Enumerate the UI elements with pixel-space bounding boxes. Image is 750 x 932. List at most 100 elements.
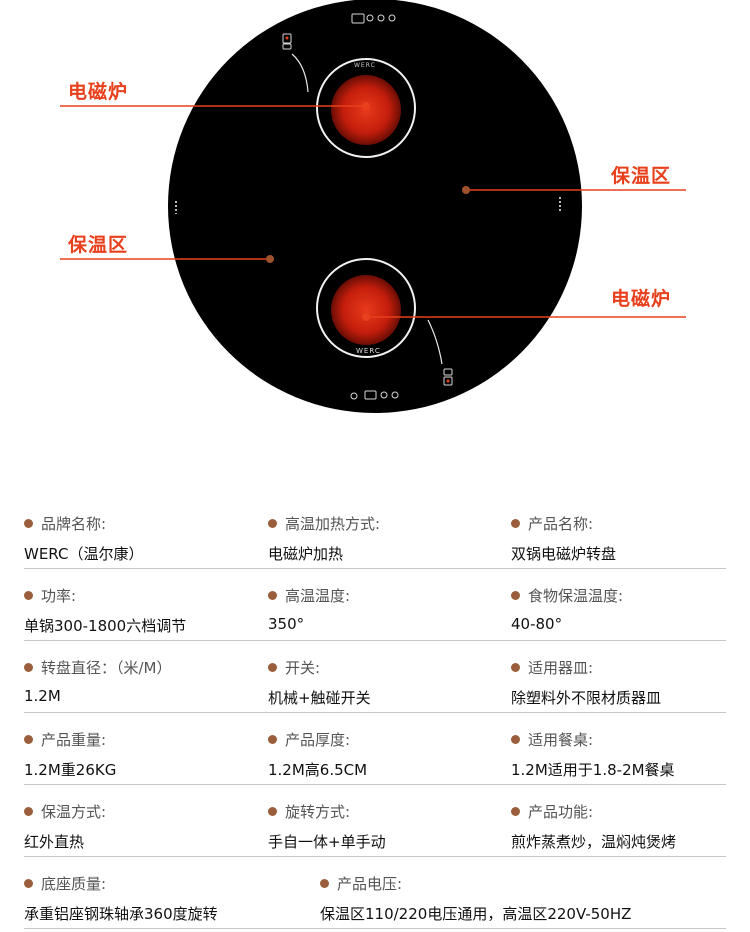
bullet-dot-icon bbox=[511, 591, 520, 600]
spec-row: 转盘直径：（米/M） 1.2M 开关: 机械+触碰开关 适用器皿: 除塑料外不限材质器皿 bbox=[24, 641, 726, 713]
spec-item: 品牌名称: WERC（温尔康） bbox=[24, 513, 143, 564]
spec-row: 功率: 单锅300-1800六档调节 高温温度: 350° 食物保温温度: 40-80° bbox=[24, 569, 726, 641]
spec-label: 产品重量: bbox=[24, 729, 116, 750]
spec-label-text: 开关: bbox=[285, 659, 321, 677]
bullet-dot-icon bbox=[24, 663, 33, 672]
spec-value: 350° bbox=[268, 615, 305, 633]
spec-item: 底座质量: 承重铝座钢珠轴承360度旋转 bbox=[24, 873, 218, 924]
spec-value: 保温区110/220电压通用，高温区220V-50HZ bbox=[320, 905, 632, 923]
spec-value: 机械+触碰开关 bbox=[268, 689, 371, 707]
spec-label-text: 转盘直径：（米/M） bbox=[41, 659, 172, 677]
spec-label: 功率: bbox=[24, 585, 186, 606]
spec-label-text: 产品名称: bbox=[528, 515, 594, 533]
spec-value: 单锅300-1800六档调节 bbox=[24, 617, 187, 635]
spec-label-text: 高温加热方式: bbox=[285, 515, 381, 533]
spec-value: 1.2M重26KG bbox=[24, 761, 117, 779]
spec-label-text: 保温方式: bbox=[41, 803, 107, 821]
spec-value: 双锅电磁炉转盘 bbox=[511, 545, 617, 563]
spec-label-text: 品牌名称: bbox=[41, 515, 107, 533]
callout-induction-top: 电磁炉 bbox=[68, 81, 129, 103]
spec-item: 保温方式: 红外直热 bbox=[24, 801, 106, 852]
spec-value: 1.2M高6.5CM bbox=[268, 761, 368, 779]
brand-logo-bottom: WERC bbox=[356, 347, 381, 355]
bullet-dot-icon bbox=[511, 663, 520, 672]
cooktop-illustration bbox=[60, 0, 686, 413]
spec-label-text: 产品功能: bbox=[528, 803, 594, 821]
spec-item: 高温温度: 350° bbox=[268, 585, 350, 633]
control-panel-top bbox=[351, 13, 396, 24]
callout-line-warm-left bbox=[60, 255, 274, 263]
bullet-dot-icon bbox=[320, 879, 329, 888]
control-panel-bottom bbox=[350, 390, 399, 400]
callout-warm-left: 保温区 bbox=[68, 234, 129, 256]
spec-label: 产品电压: bbox=[320, 873, 631, 894]
product-image-area: 电磁炉 保温区 保温区 电磁炉 WERC WERC bbox=[60, 0, 686, 413]
spec-label: 底座质量: bbox=[24, 873, 218, 894]
spec-value: 除塑料外不限材质器皿 bbox=[511, 689, 662, 707]
spec-label: 转盘直径：（米/M） bbox=[24, 657, 172, 678]
bullet-dot-icon bbox=[511, 519, 520, 528]
spec-label-text: 产品重量: bbox=[41, 731, 107, 749]
spec-row: 产品重量: 1.2M重26KG 产品厚度: 1.2M高6.5CM 适用餐桌:1.2M适用… bbox=[24, 713, 726, 785]
induction-burner-bottom bbox=[316, 258, 416, 358]
spec-label-text: 高温温度: bbox=[285, 587, 351, 605]
spec-label: 保温方式: bbox=[24, 801, 106, 822]
spec-label: 高温温度: bbox=[268, 585, 350, 606]
spec-label-text: 食物保温温度: bbox=[528, 587, 624, 605]
spec-value: WERC（温尔康） bbox=[24, 545, 144, 563]
spec-label: 产品功能: bbox=[511, 801, 676, 822]
spec-label: 品牌名称: bbox=[24, 513, 143, 534]
spec-item: 高温加热方式:电磁炉加热 bbox=[268, 513, 380, 564]
spec-label-text: 底座质量: bbox=[41, 875, 107, 893]
spec-item: 转盘直径：（米/M） 1.2M bbox=[24, 657, 172, 705]
slider-top bbox=[282, 33, 309, 93]
spec-value: 红外直热 bbox=[24, 833, 85, 851]
spec-item: 适用餐桌:1.2M适用于1.8-2M餐桌 bbox=[511, 729, 675, 780]
spec-item: 功率: 单锅300-1800六档调节 bbox=[24, 585, 186, 636]
spec-item: 产品电压: 保温区110/220电压通用，高温区220V-50HZ bbox=[320, 873, 631, 924]
spec-row: 保温方式: 红外直热 旋转方式: 手自一体+单手动 产品功能: 煎炸蒸煮炒，温焖炖煲烤 bbox=[24, 785, 726, 857]
spec-table: 品牌名称: WERC（温尔康） 高温加热方式:电磁炉加热 产品名称: 双锅电磁炉转盘功率… bbox=[24, 497, 726, 929]
spec-label: 旋转方式: bbox=[268, 801, 386, 822]
callout-line-induction-top bbox=[60, 102, 370, 110]
spec-label: 高温加热方式: bbox=[268, 513, 380, 534]
spec-item: 产品重量: 1.2M重26KG bbox=[24, 729, 116, 780]
spec-label: 产品名称: bbox=[511, 513, 616, 534]
spec-value: 手自一体+单手动 bbox=[268, 833, 386, 851]
spec-label-text: 适用器皿: bbox=[528, 659, 594, 677]
spec-item: 产品名称: 双锅电磁炉转盘 bbox=[511, 513, 616, 564]
spec-label: 适用器皿: bbox=[511, 657, 661, 678]
spec-row: 底座质量: 承重铝座钢珠轴承360度旋转 产品电压: 保温区110/220电压通用，高… bbox=[24, 857, 726, 929]
spec-label: 开关: bbox=[268, 657, 371, 678]
spec-label-text: 产品厚度: bbox=[285, 731, 351, 749]
spec-value: 40-80° bbox=[511, 615, 563, 633]
spec-item: 适用器皿: 除塑料外不限材质器皿 bbox=[511, 657, 661, 708]
callout-induction-bottom: 电磁炉 bbox=[611, 288, 672, 310]
bullet-dot-icon bbox=[24, 735, 33, 744]
callout-line-warm-right bbox=[462, 186, 686, 194]
spec-label-text: 功率: bbox=[41, 587, 77, 605]
spec-value: 承重铝座钢珠轴承360度旋转 bbox=[24, 905, 218, 923]
spec-item: 食物保温温度: 40-80° bbox=[511, 585, 623, 633]
spec-label: 食物保温温度: bbox=[511, 585, 623, 606]
bullet-dot-icon bbox=[24, 591, 33, 600]
spec-label-text: 旋转方式: bbox=[285, 803, 351, 821]
spec-item: 产品功能: 煎炸蒸煮炒，温焖炖煲烤 bbox=[511, 801, 676, 852]
spec-item: 产品厚度: 1.2M高6.5CM bbox=[268, 729, 367, 780]
bullet-dot-icon bbox=[268, 735, 277, 744]
spec-item: 开关: 机械+触碰开关 bbox=[268, 657, 371, 708]
spec-item: 旋转方式: 手自一体+单手动 bbox=[268, 801, 386, 852]
spec-label: 产品厚度: bbox=[268, 729, 367, 750]
bullet-dot-icon bbox=[24, 807, 33, 816]
bullet-dot-icon bbox=[268, 519, 277, 528]
spec-value: 煎炸蒸煮炒，温焖炖煲烤 bbox=[511, 833, 677, 851]
brand-logo-top: WERC bbox=[354, 62, 376, 69]
bullet-dot-icon bbox=[511, 735, 520, 744]
spec-value: 1.2M bbox=[24, 687, 61, 705]
bullet-dot-icon bbox=[268, 663, 277, 672]
bullet-dot-icon bbox=[24, 879, 33, 888]
bullet-dot-icon bbox=[268, 591, 277, 600]
spec-label: 适用餐桌: bbox=[511, 729, 675, 750]
spec-label-text: 产品电压: bbox=[337, 875, 403, 893]
bullet-dot-icon bbox=[268, 807, 277, 816]
